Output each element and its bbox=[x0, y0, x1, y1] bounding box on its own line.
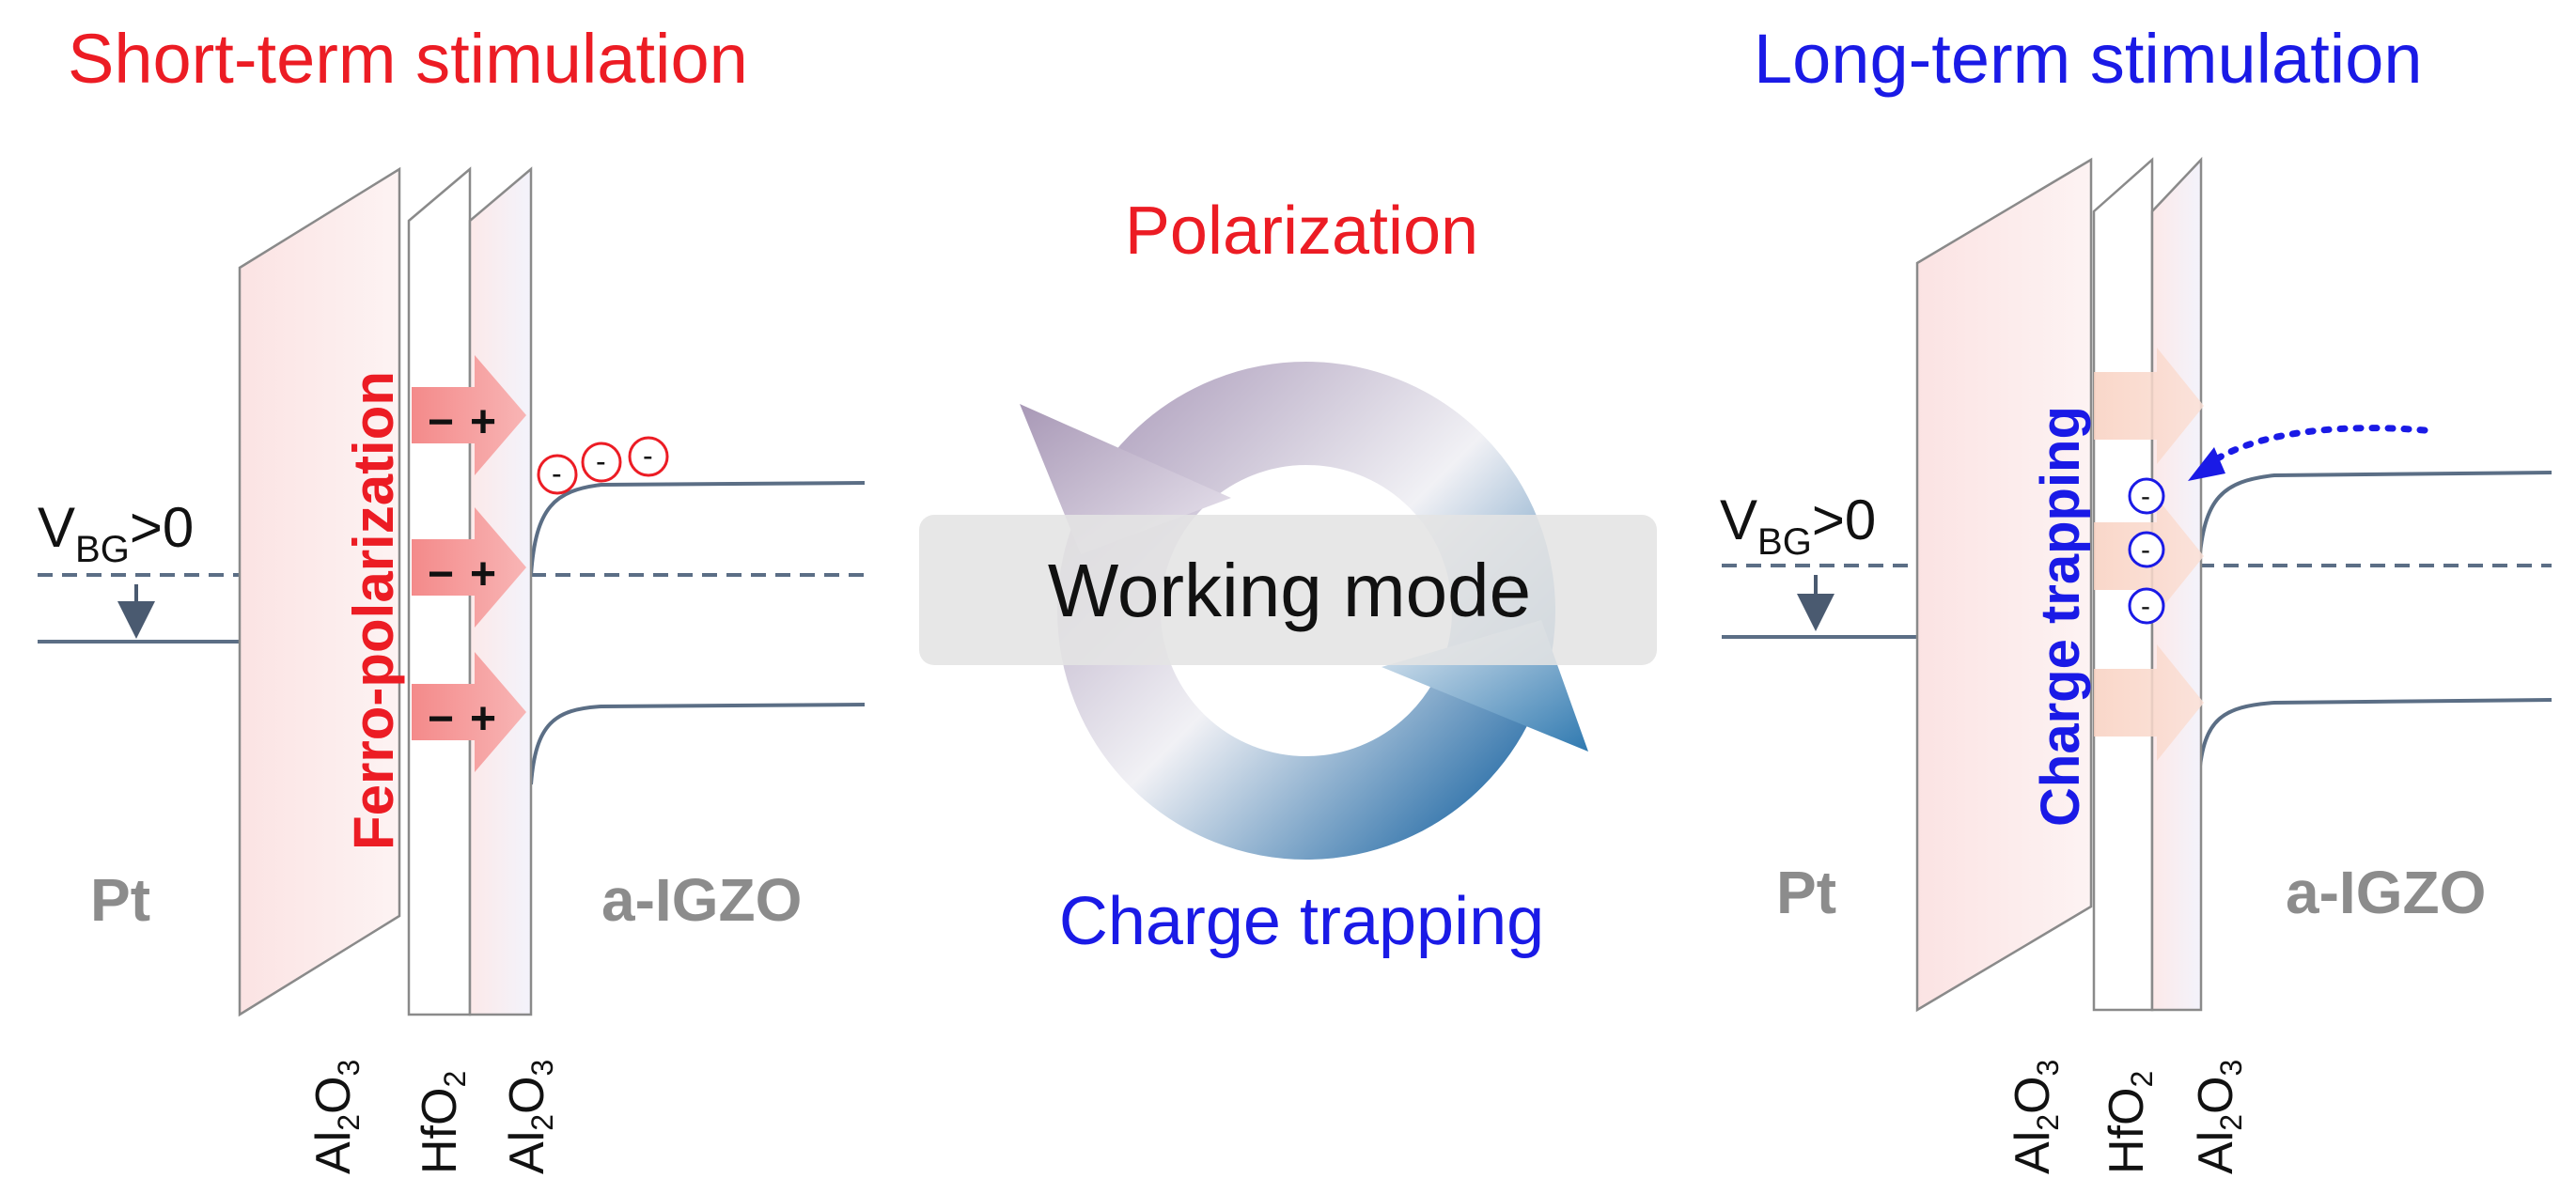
trapping-dotted-arrow bbox=[2200, 425, 2428, 472]
left-al2o3-layer-1 bbox=[238, 166, 401, 1017]
working-mode-label: Working mode bbox=[1048, 549, 1531, 632]
svg-text:+: + bbox=[470, 397, 496, 447]
svg-text:+: + bbox=[470, 694, 496, 744]
svg-text:−: − bbox=[428, 694, 454, 744]
polarization-label: Polarization bbox=[1125, 194, 1478, 269]
right-channel-label: a-IGZO bbox=[2286, 859, 2486, 926]
right-pale-arrow-3 bbox=[2094, 644, 2204, 761]
right-conduction-band bbox=[2197, 471, 2553, 565]
svg-text:-: - bbox=[643, 439, 653, 473]
left-conduction-band bbox=[529, 481, 866, 576]
left-dipole-arrow-3: − + bbox=[412, 652, 526, 772]
working-mode-box bbox=[919, 515, 1657, 665]
svg-text:-: - bbox=[2141, 591, 2150, 622]
svg-text:-: - bbox=[596, 444, 606, 478]
right-trapped-electron-2: - bbox=[2128, 531, 2165, 568]
right-al2o3-layer-1 bbox=[1915, 157, 2093, 1013]
left-metal-label: Pt bbox=[90, 866, 150, 934]
left-valence-band bbox=[529, 703, 866, 785]
svg-text:−: − bbox=[428, 397, 454, 447]
right-trapped-electron-1: - bbox=[2128, 477, 2165, 515]
right-trapped-electron-3: - bbox=[2128, 587, 2165, 625]
left-layer-label-1: Al2O3 bbox=[306, 1060, 366, 1174]
charge-trapping-center-label: Charge trapping bbox=[1059, 884, 1544, 959]
left-layer-label-2: HfO2 bbox=[413, 1071, 472, 1174]
left-electron-3: - bbox=[628, 436, 669, 477]
short-term-title: Short-term stimulation bbox=[68, 20, 748, 98]
left-dipole-arrow-1: − + bbox=[412, 355, 526, 475]
right-valence-band bbox=[2197, 698, 2553, 776]
charge-trapping-vertical-label: Charge trapping bbox=[2030, 406, 2091, 827]
svg-text:-: - bbox=[552, 457, 562, 490]
left-layer-label-3: Al2O3 bbox=[500, 1060, 559, 1174]
left-dipole-arrow-2: − + bbox=[412, 507, 526, 628]
right-pale-arrow-1 bbox=[2094, 348, 2204, 464]
center-panel: Polarization Working mode Charge trappin… bbox=[919, 194, 1657, 959]
svg-text:+: + bbox=[470, 550, 496, 599]
trapping-arrowhead bbox=[2188, 447, 2225, 481]
long-term-title: Long-term stimulation bbox=[1754, 20, 2423, 98]
svg-text:-: - bbox=[2141, 535, 2150, 566]
svg-text:−: − bbox=[428, 550, 454, 599]
left-electron-2: - bbox=[581, 442, 622, 483]
right-metal-label: Pt bbox=[1776, 859, 1836, 926]
right-layer-label-1: Al2O3 bbox=[2006, 1060, 2065, 1174]
left-panel: Short-term stimulation − + − + − + Ferro… bbox=[38, 20, 866, 1174]
right-layer-label-3: Al2O3 bbox=[2189, 1060, 2248, 1174]
right-panel: Long-term stimulation Charge trapping - … bbox=[1720, 20, 2553, 1174]
left-electron-1: - bbox=[537, 454, 578, 495]
svg-text:-: - bbox=[2141, 481, 2150, 512]
left-voltage-label: VBG>0 bbox=[38, 496, 194, 570]
right-layer-label-2: HfO2 bbox=[2100, 1071, 2159, 1174]
left-channel-label: a-IGZO bbox=[601, 866, 802, 934]
ferro-polarization-label: Ferro-polarization bbox=[342, 371, 405, 850]
right-voltage-label: VBG>0 bbox=[1720, 488, 1876, 563]
